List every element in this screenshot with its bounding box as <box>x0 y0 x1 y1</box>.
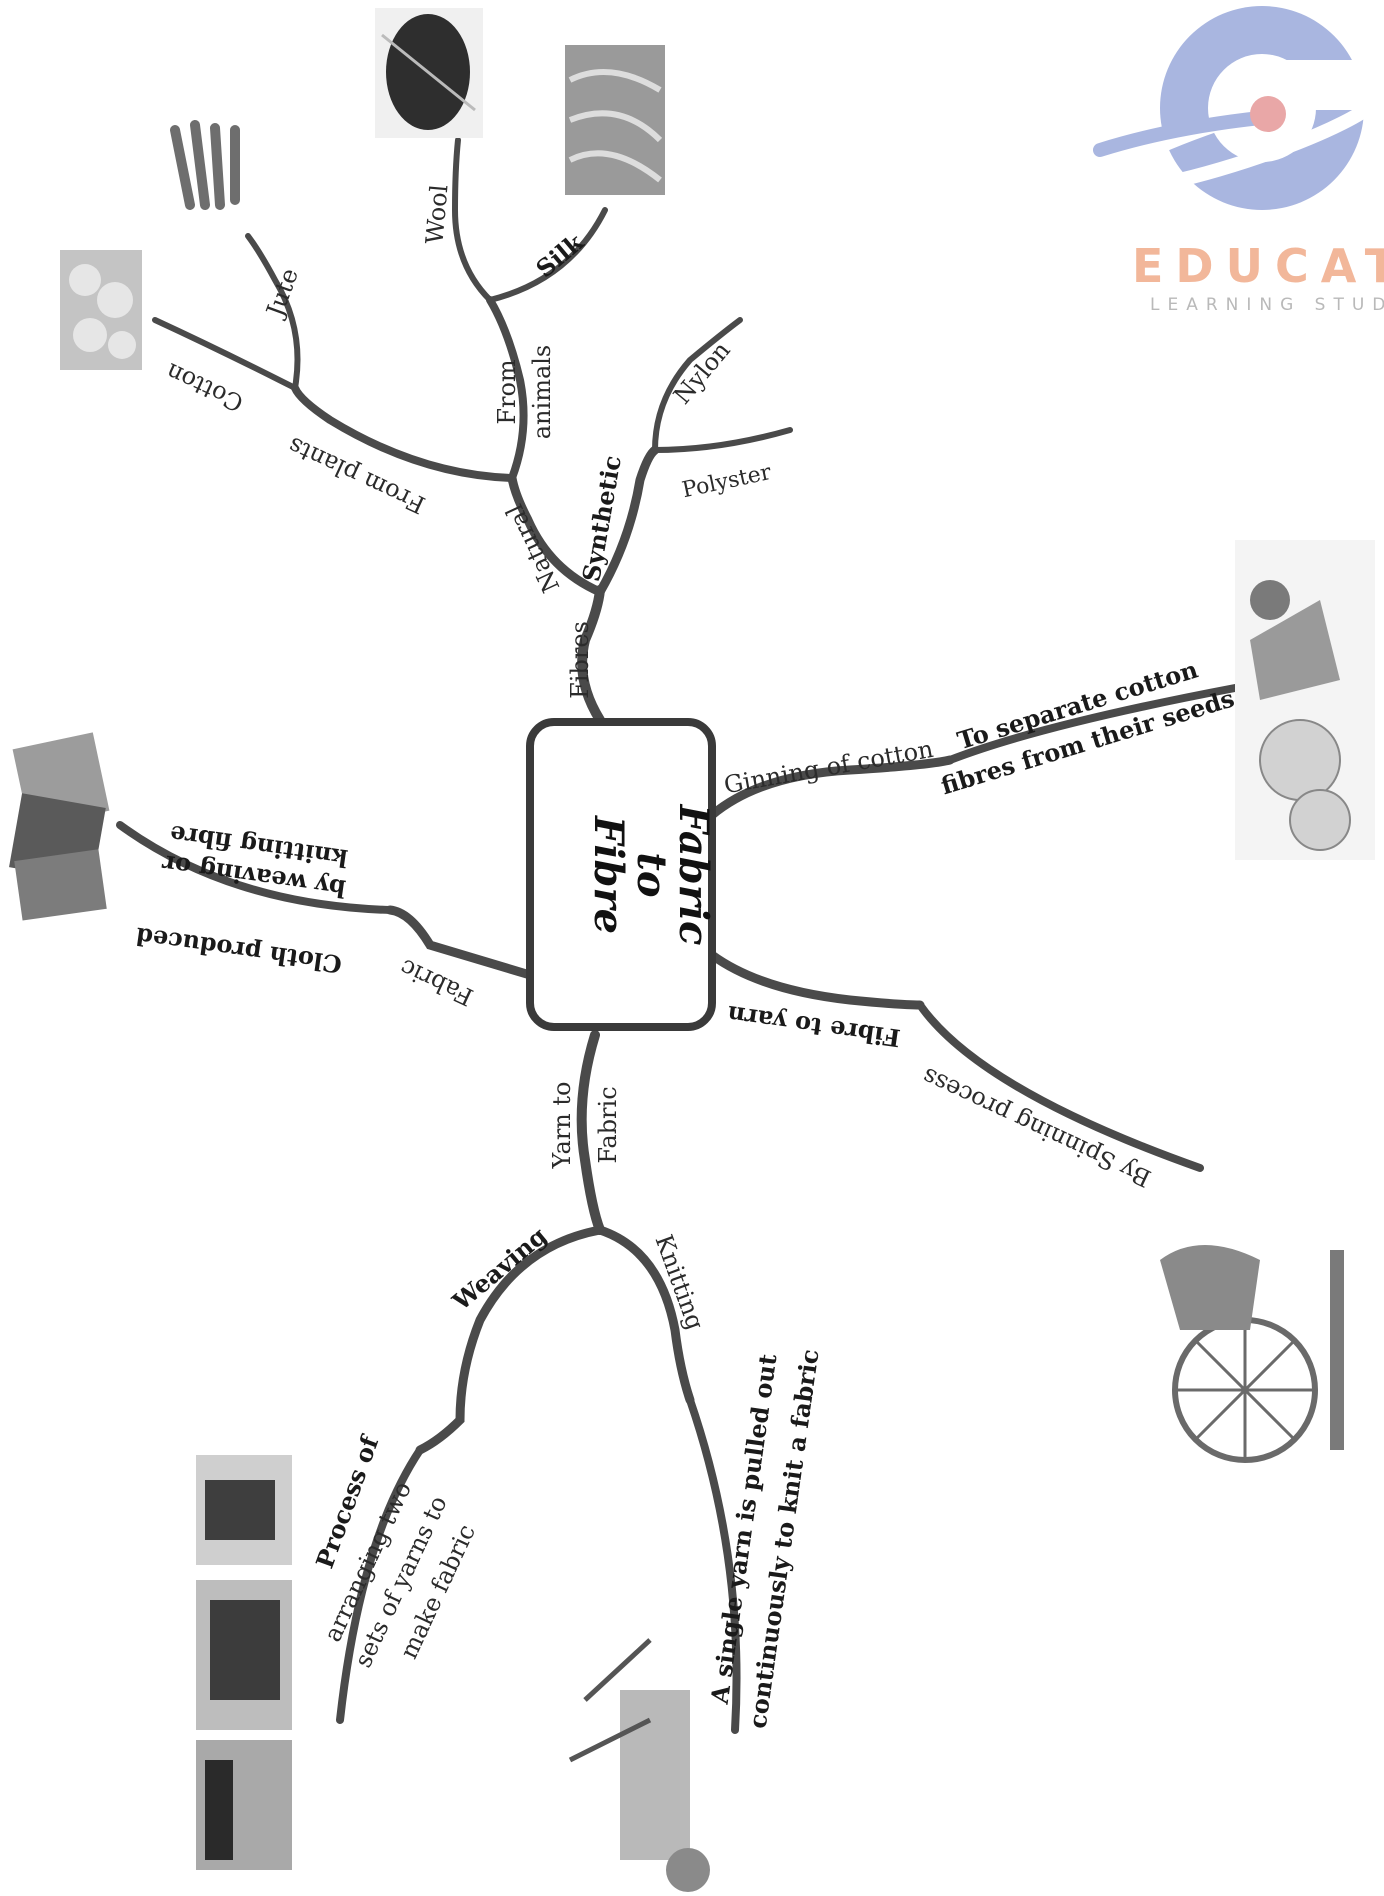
center-box <box>526 718 716 1031</box>
branch-fibre-to-yarn <box>707 950 925 1010</box>
jute-photo <box>165 112 253 212</box>
knitting-photo <box>568 1638 710 1892</box>
label-from-animals-1: From <box>493 359 521 425</box>
knitting-fabric <box>620 1690 690 1860</box>
ginning-cotton-pile <box>1259 719 1341 801</box>
logo-orbit <box>1093 111 1267 157</box>
spinning-spokes <box>1175 1320 1315 1460</box>
branch-cotton <box>152 317 298 391</box>
center-title-line3: Fabric <box>670 804 717 946</box>
branches <box>116 137 1239 1734</box>
branch-ginning-desc <box>946 684 1239 764</box>
branch-silk <box>487 207 608 303</box>
branch-wool <box>451 137 493 303</box>
label-natural: Natural <box>500 500 565 597</box>
center-title-line2: to <box>628 852 675 897</box>
logo-tagline: LEARNING STUDIO <box>1150 295 1384 315</box>
cotton-puff-3 <box>73 318 107 352</box>
branch-weaving-desc <box>336 1446 424 1724</box>
branch-yarn-to-fabric <box>576 1030 605 1235</box>
ginning-cotton-pile-2 <box>1289 789 1351 851</box>
label-fibre-to-yarn: Fibre to yarn <box>726 1000 903 1053</box>
fabric-stack-photo <box>9 732 110 921</box>
label-from-plants: From plants <box>284 431 430 519</box>
knitting-needle-2 <box>568 1717 652 1763</box>
weaving-photo-1 <box>205 1480 275 1540</box>
label-jute: Jute <box>260 264 304 322</box>
spinning-person <box>1160 1245 1260 1330</box>
cotton-puff-2 <box>97 282 133 318</box>
branch-from-plants <box>291 384 516 482</box>
label-fabric: Fabric <box>396 953 478 1011</box>
label-yarn-to-fabric-1: Yarn to <box>548 1082 576 1170</box>
spinning-photo <box>1110 1220 1375 1495</box>
center-title-line1: Fibre <box>585 815 632 934</box>
branch-from-animals <box>486 296 528 482</box>
branch-jute <box>245 233 301 391</box>
wool-ball-photo <box>375 8 483 138</box>
branch-synthetic <box>595 445 660 597</box>
branch-knitting <box>595 1225 695 1405</box>
branch-ginning <box>707 755 955 820</box>
ginning-photo <box>1235 540 1375 860</box>
label-silk: Silk <box>530 227 590 284</box>
branch-fabric <box>385 905 535 980</box>
logo-name: EDUCATO <box>1132 239 1384 293</box>
branch-knitting-desc <box>686 1396 741 1734</box>
branch-nylon <box>652 317 743 453</box>
fabric-cloth-3 <box>14 849 107 921</box>
cotton-puff-1 <box>69 264 101 296</box>
label-wool: Wool <box>420 183 453 245</box>
label-synthetic: Synthetic <box>576 453 627 583</box>
jute-strands <box>170 120 240 210</box>
knitting-yarn-ball <box>666 1848 710 1892</box>
branch-fibres <box>577 585 605 725</box>
weaving-photos <box>196 1455 292 1870</box>
weaving-photo-2 <box>210 1600 280 1700</box>
weaving-photo-3 <box>205 1760 233 1860</box>
silk-photo <box>565 45 665 195</box>
knitting-needle-1 <box>583 1638 652 1702</box>
wool-needle <box>381 33 476 112</box>
label-ginning: Ginning of cotton <box>722 735 936 799</box>
branch-natural <box>507 473 605 597</box>
label-spinning: By Spinning process <box>918 1062 1155 1193</box>
label-from-animals-2: animals <box>528 345 556 440</box>
branch-spinning <box>916 1001 1204 1172</box>
label-weaving: Weaving <box>446 1221 552 1317</box>
photos <box>9 8 1375 1892</box>
center-node: Fibre to Fabric <box>526 718 717 1031</box>
branch-fabric-desc <box>116 821 394 914</box>
label-cotton: Cotton <box>162 357 248 417</box>
cotton-puff-4 <box>108 331 136 359</box>
ginning-machine <box>1250 600 1340 700</box>
label-polyster: Polyster <box>680 460 774 503</box>
ginning-worker <box>1250 580 1290 620</box>
label-yarn-to-fabric-2: Fabric <box>594 1086 622 1163</box>
label-fabric-desc-1: Cloth produced <box>134 922 344 980</box>
label-fibres: Fibres <box>566 621 594 699</box>
logo-dot <box>1250 96 1286 132</box>
branch-weaving <box>415 1225 605 1455</box>
spinning-post <box>1330 1250 1344 1450</box>
silk-folds <box>568 69 663 183</box>
cotton-photo <box>60 250 142 370</box>
educato-logo: EDUCATO LEARNING STUDIO <box>1093 6 1384 315</box>
branch-polyster <box>652 427 793 453</box>
